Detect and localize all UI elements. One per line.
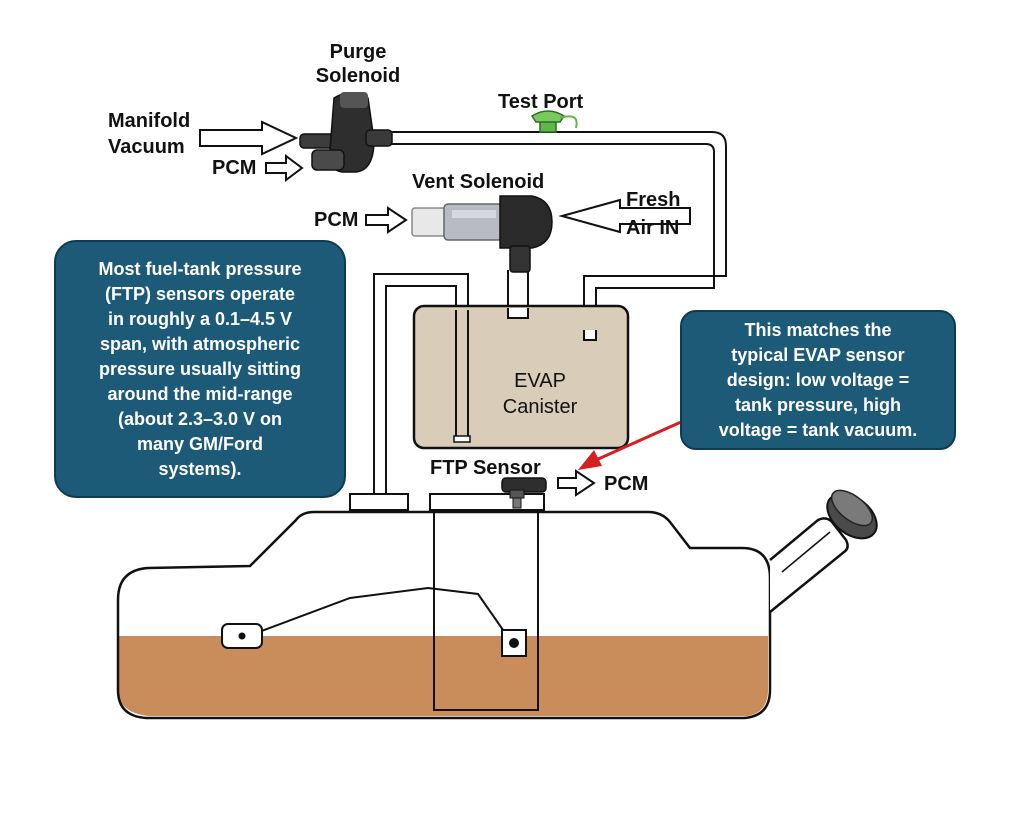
callout-right-line-5: voltage = tank vacuum. <box>718 419 918 440</box>
callout-left-line-8: many GM/Ford <box>136 433 263 454</box>
purge-solenoid-icon <box>299 92 393 173</box>
fuel-pump-module <box>433 509 539 711</box>
callout-right-line-1: This matches the <box>744 319 892 340</box>
callout-left-line-1: Most fuel-tank pressure <box>98 258 302 279</box>
ftp-sensor-icon <box>501 477 547 509</box>
pcm-ftp-label: PCM <box>604 473 649 495</box>
evap-canister <box>412 304 630 450</box>
pcm-vent-label: PCM <box>314 209 359 231</box>
fresh-air-label-line-1: Fresh <box>626 189 681 211</box>
fresh-air-arrow <box>558 198 691 234</box>
vent-solenoid-icon <box>411 195 553 273</box>
manifold-vacuum-label: Manifold Vacuum <box>108 108 190 160</box>
pcm-purge-arrow <box>265 154 304 182</box>
fuel-tank <box>116 489 878 720</box>
ftp-voltage-range-callout-text: Most fuel-tank pressure (FTP) sensors op… <box>98 257 301 482</box>
fresh-air-label: Fresh Air IN <box>626 186 680 242</box>
pcm-purge-label: PCM <box>212 157 257 179</box>
pointer-arrow <box>578 416 691 470</box>
purge-solenoid-label: Purge Solenoid <box>300 40 416 88</box>
sender-flange <box>429 493 545 511</box>
test-port-label: Test Port <box>498 91 584 113</box>
callout-left-line-2: (FTP) sensors operate <box>104 283 296 304</box>
callout-left-line-3: in roughly a 0.1–4.5 V <box>107 308 293 329</box>
vent-solenoid-label: Vent Solenoid <box>412 171 545 193</box>
tank-vent-flange <box>349 493 409 511</box>
fuel-cap-icon <box>826 489 878 540</box>
callout-right-line-4: tank pressure, high <box>734 394 902 415</box>
callout-left-line-9: systems). <box>158 458 242 479</box>
callout-right-line-2: typical EVAP sensor <box>731 344 905 365</box>
evap-canister-label: EVAP Canister <box>480 368 600 420</box>
evap-canister-label-line-1: EVAP <box>514 370 566 392</box>
ftp-voltage-range-callout: Most fuel-tank pressure (FTP) sensors op… <box>54 240 346 498</box>
fresh-air-label-line-2: Air IN <box>626 217 680 239</box>
purge-solenoid-label-line-1: Purge <box>329 41 387 63</box>
test-port-icon <box>530 110 578 133</box>
manifold-vacuum-arrow <box>199 120 299 156</box>
callout-left-line-7: (about 2.3–3.0 V on <box>117 408 283 429</box>
purge-solenoid-label-line-2: Solenoid <box>315 65 401 87</box>
evap-canister-label-line-2: Canister <box>502 396 578 418</box>
ftp-sensor-label: FTP Sensor <box>430 457 541 479</box>
evap-sensor-design-callout-text: This matches the typical EVAP sensor des… <box>719 318 918 443</box>
pcm-vent-arrow <box>365 206 408 234</box>
fuel-level-float <box>221 586 527 657</box>
manifold-vacuum-label-line-1: Manifold <box>108 110 191 132</box>
callout-left-line-4: span, with atmospheric <box>99 333 301 354</box>
filler-neck <box>769 517 849 613</box>
tank-outline <box>116 510 772 720</box>
fuel-level <box>118 636 768 716</box>
manifold-vacuum-label-line-2: Vacuum <box>108 136 185 158</box>
pcm-ftp-arrow <box>557 469 596 497</box>
callout-right-line-3: design: low voltage = <box>726 369 910 390</box>
evap-sensor-design-callout: This matches the typical EVAP sensor des… <box>680 310 956 450</box>
callout-left-line-6: around the mid-range <box>107 383 293 404</box>
callout-left-line-5: pressure usually sitting <box>98 358 302 379</box>
